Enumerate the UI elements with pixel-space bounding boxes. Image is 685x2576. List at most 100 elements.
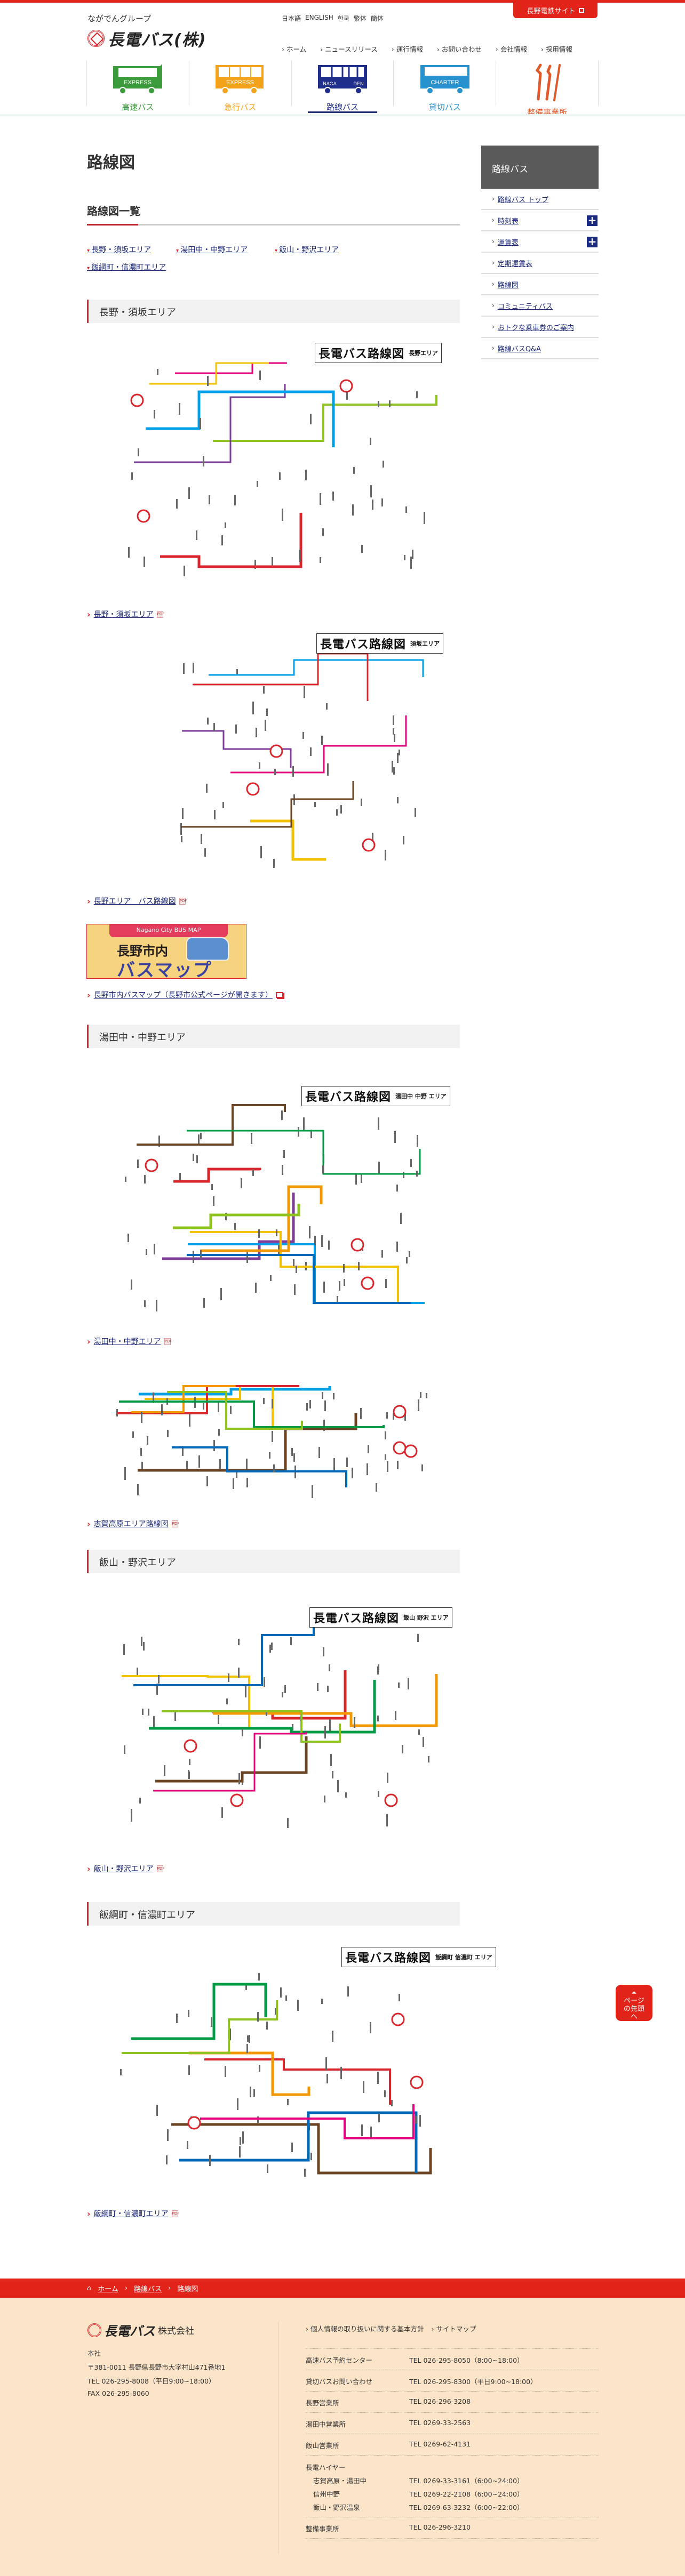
route-map-image[interactable]: 長電バス路線図須坂エリア xyxy=(156,627,447,870)
gnav-company[interactable]: 会社情報 xyxy=(496,44,527,54)
station-label xyxy=(346,1458,348,1467)
route-map-image[interactable]: 長電バス路線図飯山 野沢 エリア xyxy=(99,1601,452,1831)
station-label xyxy=(167,1430,169,1437)
contact-tel[interactable]: TEL 026-296-3208 xyxy=(409,2397,471,2405)
station-label xyxy=(164,1765,165,1776)
route-map-link-text[interactable]: 志賀高原エリア路線図 xyxy=(93,1520,169,1528)
nagano-city-bus-map-banner[interactable]: Nagano City BUS MAP 長野市内 バスマップ xyxy=(86,924,246,979)
station-label xyxy=(259,2065,260,2072)
station-label xyxy=(184,566,185,576)
station-label xyxy=(324,1726,326,1738)
station-label xyxy=(193,663,194,673)
gnav-operation[interactable]: 運行情報 xyxy=(392,44,423,54)
station-label xyxy=(242,1728,243,1736)
lang-zh-cn[interactable]: 簡体 xyxy=(370,15,384,22)
anchor-yudanaka-nakano[interactable]: 湯田中・中野エリア xyxy=(176,244,248,255)
sidebar-link[interactable]: コミュニティバス xyxy=(497,302,553,311)
sidebar-link[interactable]: 時刻表 xyxy=(497,217,519,226)
station-label xyxy=(260,846,262,858)
branch-tel[interactable]: TEL 0269-63-3232（6:00~22:00） xyxy=(409,2503,524,2511)
station-label xyxy=(344,1279,345,1286)
station-label xyxy=(148,1709,149,1716)
sidebar-item[interactable]: ›定期運賃表 xyxy=(481,253,599,274)
route-map-image[interactable]: 長電バス路線図長野エリア xyxy=(107,336,447,578)
contact-tel[interactable]: TEL 0269-33-2563 xyxy=(409,2419,471,2427)
branch-tel[interactable]: TEL 0269-33-3161（6:00~24:00） xyxy=(409,2477,524,2485)
anchor-nagano-suzaka[interactable]: 長野・須坂エリア xyxy=(87,244,151,255)
lang-en[interactable]: ENGLISH xyxy=(305,14,333,21)
nagano-dentetsu-site-button[interactable]: 長野電鉄サイト xyxy=(513,2,598,18)
contact-tel[interactable]: TEL 0269-62-4131 xyxy=(409,2440,471,2448)
bus-map-link-text[interactable]: 長野市内バスマップ（長野市公式ページが開きます） xyxy=(93,991,273,1000)
route-map-link-text[interactable]: 長野エリア バス路線図 xyxy=(93,897,176,906)
gnav-contact[interactable]: お問い合わせ xyxy=(437,44,482,54)
breadcrumb-route-bus[interactable]: 路線バス xyxy=(134,2285,162,2293)
station-label xyxy=(218,1715,219,1724)
sidebar-item[interactable]: ›おトクな乗車券のご案内 xyxy=(481,317,599,338)
privacy-policy-link[interactable]: 個人情報の取り扱いに関する基本方針 xyxy=(306,2323,424,2333)
lang-ja[interactable]: 日本語 xyxy=(282,15,301,22)
gnav-recruit[interactable]: 採用情報 xyxy=(541,44,572,54)
sidebar-link[interactable]: 路線バス トップ xyxy=(497,196,548,204)
sidebar-item[interactable]: ›コミュニティバス xyxy=(481,295,599,317)
anchor-iizuna-shinano[interactable]: 飯綱町・信濃町エリア xyxy=(87,262,166,272)
station-label xyxy=(417,1634,419,1642)
route-map-image[interactable] xyxy=(94,1359,442,1498)
sidebar-item[interactable]: ›路線バスQ&A xyxy=(481,338,599,359)
route-map-link-text[interactable]: 飯綱町・信濃町エリア xyxy=(93,2210,169,2218)
sidebar-item[interactable]: ›路線バス トップ xyxy=(481,189,599,210)
contact-tel[interactable]: TEL 026-295-8300（平日9:00~18:00） xyxy=(409,2378,537,2386)
sidebar-link[interactable]: 運賃表 xyxy=(497,238,519,247)
back-to-top-button[interactable]: ⏶ページの先頭へ xyxy=(616,1985,652,2021)
lang-zh-tw[interactable]: 繁体 xyxy=(353,15,367,22)
expand-plus-icon[interactable]: + xyxy=(587,214,598,227)
bus-map-link[interactable]: 長野市内バスマップ（長野市公式ページが開きます） xyxy=(87,989,283,1000)
route-map-link-text[interactable]: 長野・須坂エリア xyxy=(93,610,154,619)
route-map-link-text[interactable]: 飯山・野沢エリア xyxy=(93,1865,154,1873)
sidebar-link[interactable]: 定期運賃表 xyxy=(497,260,532,268)
branch-tel[interactable]: TEL 0269-22-2108（6:00~24:00） xyxy=(409,2490,524,2498)
sidebar-item[interactable]: ›時刻表+ xyxy=(481,210,599,231)
station-label xyxy=(131,472,133,480)
station-label xyxy=(333,1393,334,1399)
site-logo[interactable]: 長電バス(株) xyxy=(87,27,206,50)
route-line xyxy=(173,1204,300,1229)
route-map-image[interactable]: 長電バス路線図飯綱町 信濃町 エリア xyxy=(99,1941,496,2184)
sidebar-link[interactable]: 路線バスQ&A xyxy=(497,345,541,353)
gnav-home[interactable]: ホーム xyxy=(282,44,306,54)
sidebar-link[interactable]: 路線図 xyxy=(497,281,519,289)
expand-plus-icon[interactable]: + xyxy=(587,235,598,248)
station-label xyxy=(156,1684,158,1695)
route-map-image[interactable]: 長電バス路線図湯田中 中野 エリア xyxy=(99,1078,450,1314)
terminal-marker xyxy=(269,744,283,758)
sidebar-item[interactable]: ›運賃表+ xyxy=(481,231,599,253)
station-label xyxy=(309,1226,310,1238)
category-maintenance[interactable]: 整備事業所 xyxy=(496,61,599,117)
sitemap-link[interactable]: サイトマップ xyxy=(432,2323,476,2333)
sidebar-link[interactable]: おトクな乗車券のご案内 xyxy=(497,324,574,332)
gnav-news[interactable]: ニュースリリース xyxy=(320,44,378,54)
station-label xyxy=(281,1110,283,1120)
route-line xyxy=(119,1400,385,1428)
station-label xyxy=(234,495,236,505)
contact-tel[interactable]: TEL 026-296-3210 xyxy=(409,2523,471,2531)
anchor-iiyama-nozawa[interactable]: 飯山・野沢エリア xyxy=(275,244,339,255)
sidebar-item[interactable]: ›路線図 xyxy=(481,274,599,295)
route-map-link-text[interactable]: 湯田中・中野エリア xyxy=(93,1338,161,1346)
contact-tel[interactable]: TEL 026-295-8050（8:00~18:00） xyxy=(409,2356,524,2364)
lang-ko[interactable]: 한국 xyxy=(337,15,349,22)
breadcrumb-home[interactable]: ホーム xyxy=(98,2285,118,2293)
station-label xyxy=(287,2099,289,2105)
